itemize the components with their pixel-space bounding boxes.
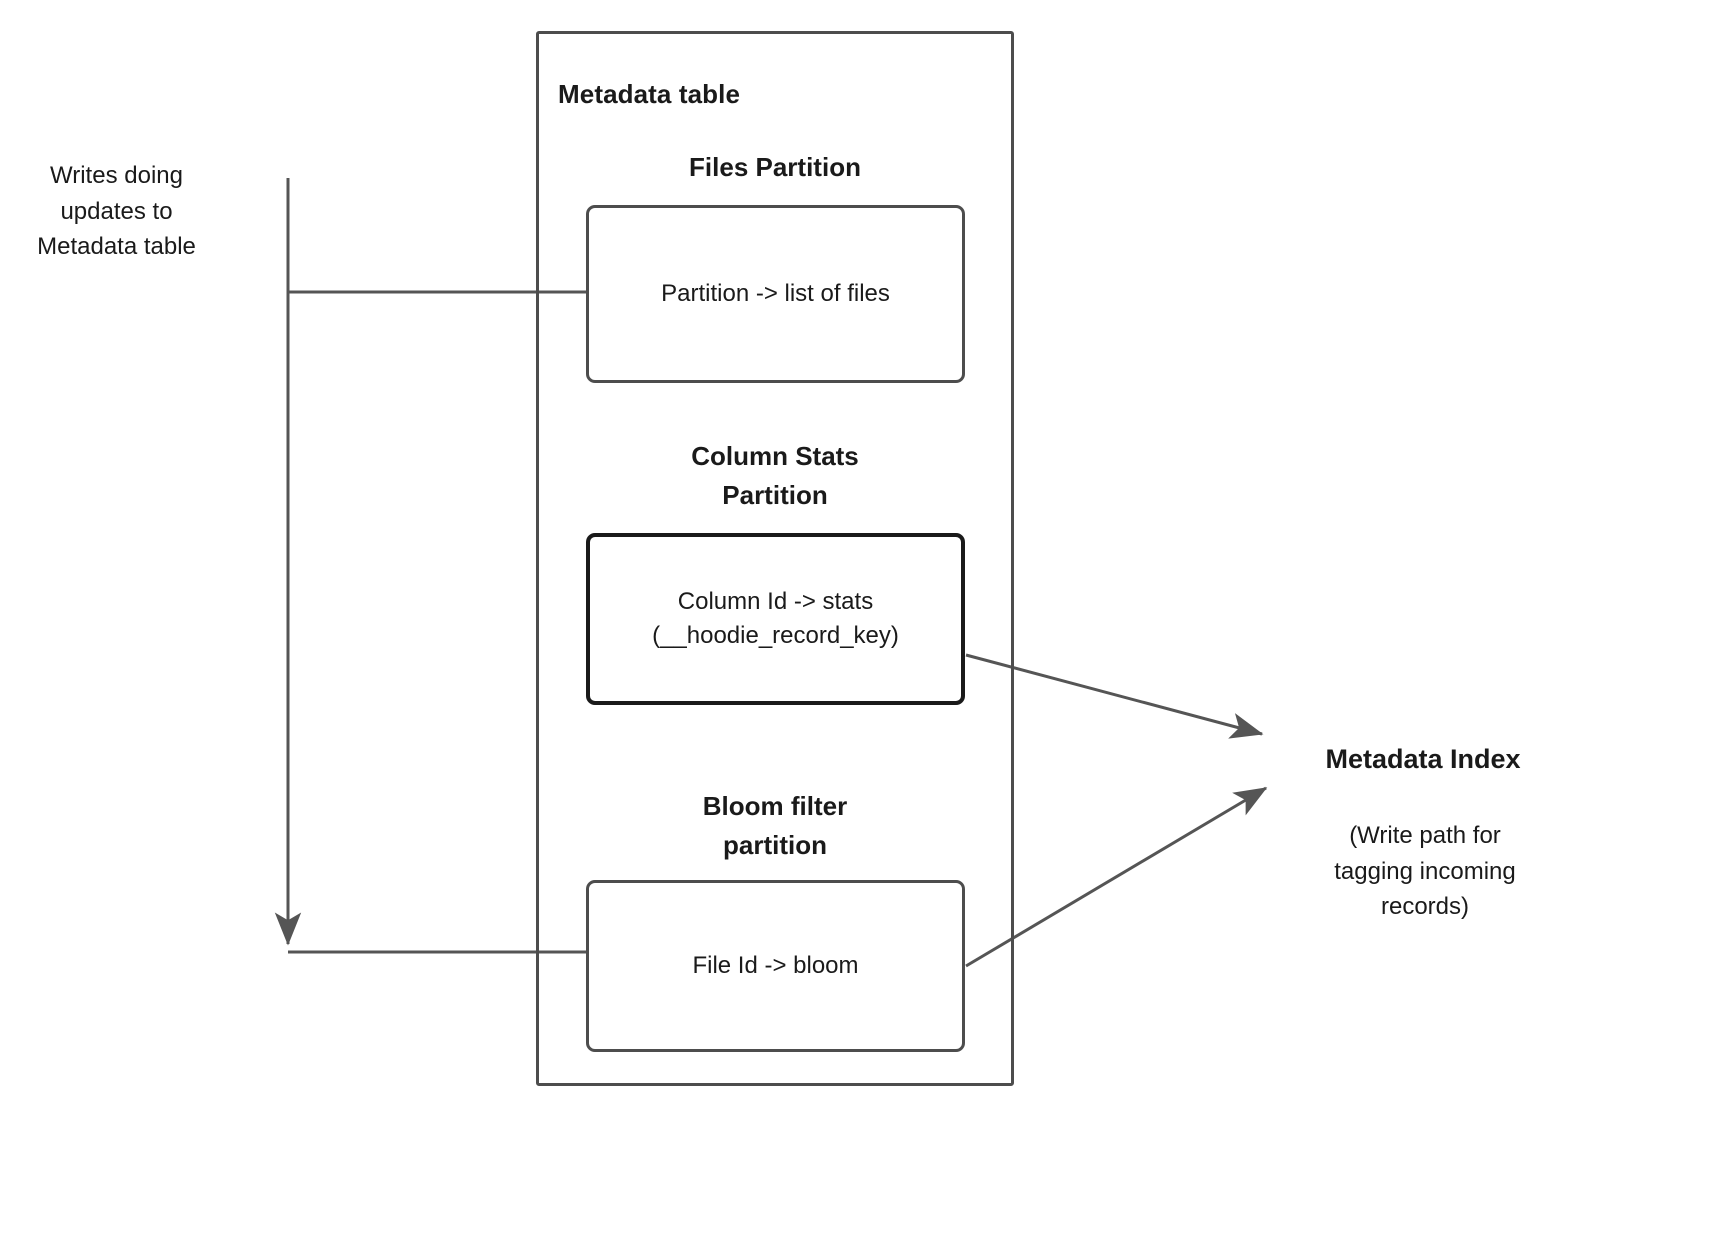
- files-partition-heading: Files Partition: [689, 152, 861, 182]
- bloom-filter-partition-box-text: File Id -> bloom: [692, 951, 859, 979]
- metadata-table-title: Metadata table: [558, 79, 741, 109]
- bloom-filter-partition-box: File Id -> bloom: [586, 880, 965, 1052]
- files-partition-box-text: Partition -> list of files: [661, 279, 890, 307]
- metadata-index-title: Metadata Index: [1325, 744, 1521, 774]
- column-stats-partition-box-text: Column Id -> stats(__hoodie_record_key): [652, 587, 899, 649]
- metadata-table-container: [536, 31, 1014, 1086]
- column-stats-partition-box: Column Id -> stats(__hoodie_record_key): [586, 533, 965, 705]
- files-partition-box: Partition -> list of files: [586, 205, 965, 383]
